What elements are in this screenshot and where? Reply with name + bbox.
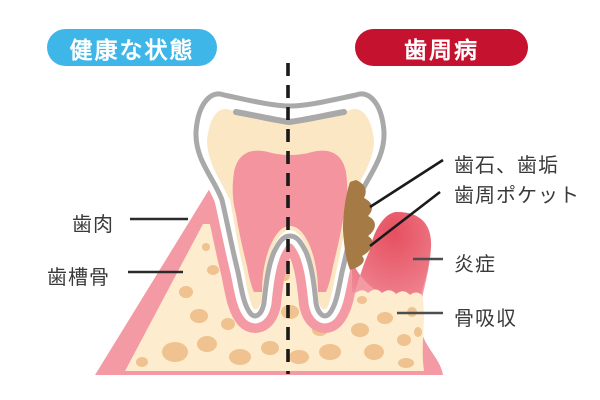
healthy-state-badge: 健康な状態 — [47, 29, 217, 66]
tartar-leader-line — [369, 158, 444, 209]
tartar-shape — [343, 180, 375, 270]
pocket-leader-line — [369, 190, 441, 248]
inflammation-label: 炎症 — [454, 254, 496, 276]
healthy-state-badge-label: 健康な状態 — [69, 36, 195, 63]
fissure-line — [233, 109, 347, 126]
periodontal-disease-badge: 歯周病 — [355, 29, 528, 66]
gum-label: 歯肉 — [72, 214, 114, 236]
inflamed-gum-shape — [350, 212, 432, 310]
periodontal-pocket-label: 歯周ポケット — [454, 185, 580, 207]
tooth-outline — [193, 91, 387, 319]
bone-resorption-label: 骨吸収 — [454, 308, 517, 330]
alveolar-bone-label: 歯槽骨 — [47, 267, 110, 289]
tartar-plaque-label: 歯石、歯垢 — [454, 155, 559, 177]
periodontal-disease-badge-label: 歯周病 — [404, 36, 479, 63]
pulp-shape — [232, 150, 348, 292]
